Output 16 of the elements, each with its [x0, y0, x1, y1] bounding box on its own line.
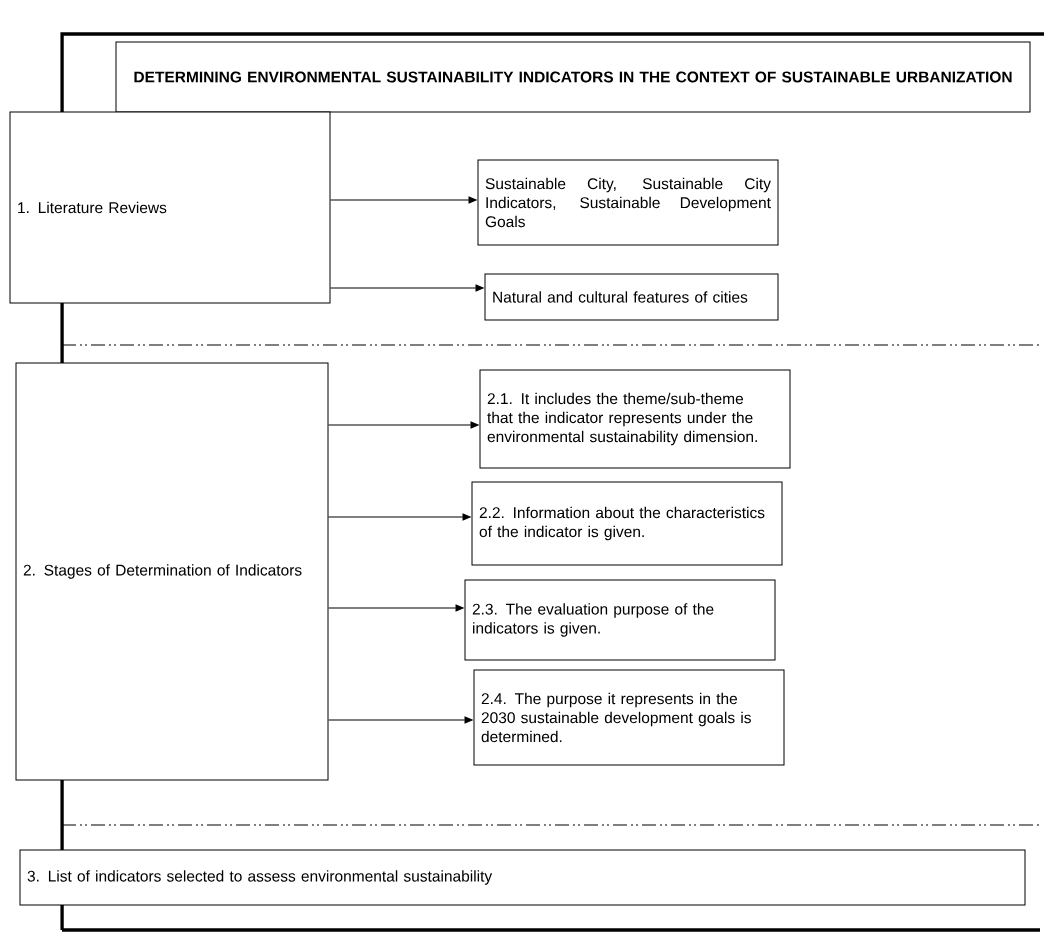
arrow [330, 284, 484, 292]
arrow [328, 604, 464, 612]
arrow [328, 421, 479, 429]
topic-box: Natural and cultural features of cities [484, 273, 779, 321]
step-box: 2.2. Information about the characteristics of the indicator is given. [471, 481, 783, 566]
step-box: 2.3. The evaluation purpose of the indicators is given. [464, 579, 776, 661]
topic-box: Sustainable City, Sustainable City Indicators, Sustainable Development Goals [477, 159, 779, 246]
title-box: DETERMINING ENVIRONMENTAL SUSTAINABILITY INDICATORS IN THE CONTEXT OF SUSTAINABLE URBANIZATION [115, 41, 1031, 113]
result-box: 3. List of indicators selected to assess environmental sustainability [19, 849, 1026, 906]
arrow [330, 196, 477, 204]
step-box: 2.1. It includes the theme/sub-theme that the indicator represents under the environmental sustainability dimension. [479, 369, 791, 469]
arrow [328, 716, 473, 724]
stage-box: 2. Stages of Determination of Indicators [15, 362, 329, 781]
stage-box: 1. Literature Reviews [9, 111, 331, 304]
step-box: 2.4. The purpose it represents in the 2030 sustainable development goals is determined. [473, 669, 785, 766]
arrow [328, 513, 471, 521]
